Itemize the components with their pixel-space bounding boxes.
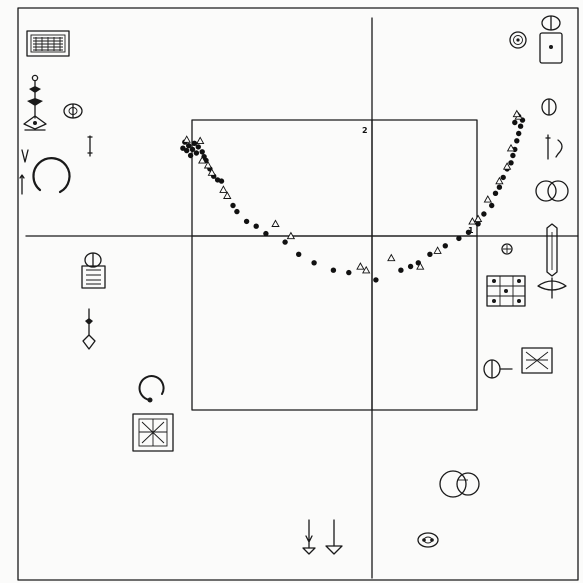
- point-dot: [243, 218, 250, 225]
- point-triangle: [474, 214, 483, 223]
- plaque-illustration: [26, 30, 70, 57]
- point-dot: [516, 130, 522, 137]
- point-dot: [296, 251, 302, 257]
- point-triangle: [219, 185, 228, 193]
- point-dot: [508, 160, 514, 166]
- point-triangle: [502, 162, 512, 170]
- point-triangle: [433, 246, 442, 254]
- point-dot: [489, 202, 495, 209]
- square-plaque-illustration: [132, 413, 174, 452]
- point-dot: [346, 269, 352, 276]
- bottom-buckle-illustration: [417, 532, 439, 548]
- axis-label-2: 2: [362, 126, 368, 135]
- point-triangle: [483, 195, 492, 203]
- point-dot: [186, 143, 192, 149]
- bottom-pins-illustration: [302, 519, 343, 555]
- point-triangle: [203, 160, 213, 169]
- point-dot: [456, 235, 462, 242]
- brooch-illustration: [23, 74, 47, 131]
- point-dot: [187, 152, 194, 159]
- point-dot: [512, 119, 518, 126]
- hook-pins-illustration: [545, 134, 563, 160]
- point-dot: [475, 221, 481, 227]
- point-triangle: [286, 231, 296, 240]
- point-triangle: [182, 135, 191, 143]
- point-dot: [465, 229, 472, 235]
- point-dot: [517, 123, 524, 129]
- buckle-plate-illustration: [539, 15, 563, 64]
- point-triangle: [512, 109, 521, 118]
- strap-end-illustration: [537, 223, 567, 299]
- point-dot: [253, 223, 259, 229]
- point-dot: [191, 140, 198, 146]
- bottom-rings-illustration: [439, 470, 480, 498]
- pin-illustration: [19, 135, 93, 195]
- point-triangle: [468, 217, 477, 225]
- point-triangle: [223, 191, 232, 199]
- point-triangle: [362, 265, 371, 274]
- left-buckle-plate-illustration: [81, 252, 106, 289]
- double-ring-illustration: [535, 180, 569, 202]
- lower-buckle-illustration: [483, 359, 513, 379]
- axis-label-1: 1: [468, 226, 474, 235]
- point-dot: [373, 277, 379, 283]
- small-buckle-illustration: [541, 98, 557, 116]
- point-dot: [500, 174, 506, 181]
- point-triangle: [387, 253, 396, 262]
- point-dot: [218, 178, 225, 184]
- point-dot: [442, 243, 448, 249]
- scatter-points: [180, 109, 526, 283]
- point-dot: [234, 208, 240, 215]
- open-ring-illustration: [138, 375, 165, 403]
- plot-box: [191, 119, 478, 411]
- point-dot: [510, 152, 516, 159]
- point-dot: [398, 267, 404, 273]
- disc-illustration: [509, 31, 527, 49]
- openwork-plaque-illustration: [486, 275, 526, 307]
- point-triangle: [416, 262, 425, 270]
- point-triangle: [196, 136, 205, 145]
- point-dot: [195, 144, 201, 150]
- point-dot: [282, 239, 288, 245]
- point-dot: [427, 251, 433, 257]
- point-dot: [199, 149, 205, 155]
- point-dot: [492, 190, 499, 196]
- point-triangle: [506, 143, 516, 152]
- point-dot: [189, 146, 196, 153]
- point-dot: [514, 138, 520, 144]
- pendant-illustration: [82, 308, 96, 350]
- point-dot: [407, 263, 414, 270]
- cross-disc-illustration: [501, 243, 513, 255]
- point-dot: [193, 150, 200, 156]
- point-triangle: [198, 156, 207, 164]
- point-triangle: [495, 176, 504, 185]
- point-dot: [184, 147, 190, 154]
- outer-frame: [17, 7, 579, 581]
- point-dot: [481, 211, 487, 217]
- point-dot: [311, 260, 317, 266]
- lower-plaque-illustration: [521, 347, 553, 374]
- buckle-illustration: [63, 103, 83, 119]
- ring-illustration: [32, 157, 71, 194]
- point-triangle: [356, 262, 365, 270]
- point-dot: [230, 202, 236, 209]
- point-triangle: [207, 168, 216, 176]
- point-dot: [496, 184, 503, 190]
- point-dot: [263, 230, 269, 237]
- point-triangle: [271, 219, 280, 227]
- point-dot: [330, 267, 337, 273]
